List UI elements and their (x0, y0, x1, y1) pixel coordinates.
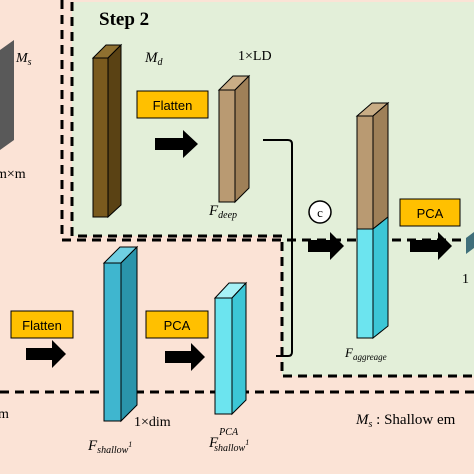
arrow-flatten-bottom (26, 340, 66, 368)
f-aggregate-block (355, 101, 390, 340)
merge-line (263, 139, 293, 357)
arrow-pca-bottom (165, 343, 205, 371)
pca-button-right[interactable] (399, 198, 461, 227)
f-deep-label: Fdeep (208, 203, 237, 221)
left-m-label: m (0, 407, 9, 422)
pca-button-bottom[interactable] (145, 310, 209, 339)
f-shallow-block (102, 245, 139, 423)
concat-circle (308, 200, 332, 224)
f-deep-block (217, 74, 251, 204)
pca-label-right: PCA (417, 206, 444, 221)
right-one-label: 1 (462, 272, 469, 287)
concat-symbol: c (317, 205, 323, 220)
md-block (91, 43, 123, 219)
arrow-flatten-top (155, 130, 198, 158)
step-label: Step 2 (99, 9, 149, 30)
flatten-label-top: Flatten (153, 98, 193, 113)
one-x-ld-label: 1×LD (238, 49, 272, 64)
arrow-concat (308, 232, 344, 260)
f-aggregate-label: Faggreage (344, 345, 387, 362)
flatten-label-bottom: Flatten (22, 318, 62, 333)
ms-label: Ms (15, 51, 32, 68)
pca-label-bottom: PCA (164, 318, 191, 333)
flatten-button-bottom[interactable] (10, 310, 74, 339)
mxm-label: m×m (0, 167, 26, 182)
ms-block (0, 40, 14, 150)
f-shallow-label: Fshallow1 (87, 438, 132, 456)
md-label: Md (144, 50, 164, 68)
arrow-pca-right (410, 232, 452, 260)
legend-text: Ms : Shallow em (355, 412, 456, 430)
step2-background (72, 2, 474, 236)
flatten-button-top[interactable] (136, 90, 209, 119)
step2-border (70, 2, 474, 378)
one-x-dim-label: 1×dim (134, 415, 171, 430)
f-shallow-pca-block (213, 281, 248, 416)
output-block (466, 232, 474, 254)
